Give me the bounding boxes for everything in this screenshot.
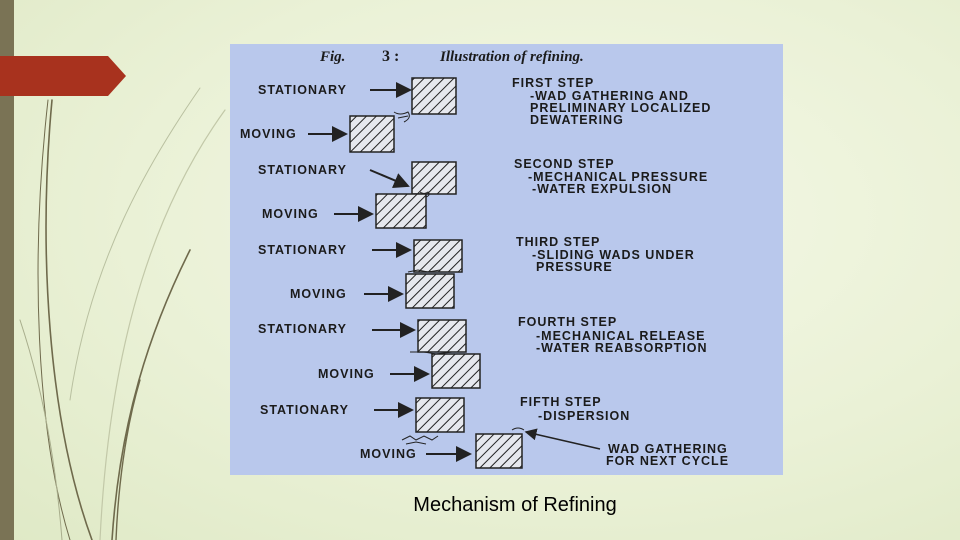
stationary-label: STATIONARY — [258, 163, 347, 177]
step-title: SECOND STEP — [514, 157, 615, 171]
step-5-diagram — [374, 397, 601, 469]
refining-diagram-svg — [308, 77, 601, 469]
step-3-diagram — [364, 239, 463, 309]
fiber-wad — [419, 191, 430, 198]
stationary-bar — [415, 397, 465, 433]
next-cycle-label: WAD GATHERING — [608, 442, 728, 456]
stationary-bar — [411, 161, 457, 195]
slide-caption: Mechanism of Refining — [413, 494, 617, 516]
stationary-label: STATIONARY — [258, 322, 347, 336]
moving-bar — [431, 353, 481, 389]
decorative-stems — [19, 87, 226, 540]
step-title: FIRST STEP — [512, 76, 595, 90]
figure-number: Fig. — [320, 49, 346, 65]
step-title: FIFTH STEP — [520, 395, 602, 409]
figure-number-sep: 3 : — [382, 48, 400, 65]
stationary-bar — [411, 77, 457, 115]
moving-label: MOVING — [318, 367, 375, 381]
fiber-wad — [407, 269, 441, 273]
next-cycle-label: FOR NEXT CYCLE — [606, 454, 730, 468]
stationary-bar — [417, 319, 467, 353]
fiber-wad — [410, 351, 453, 355]
moving-bar — [375, 193, 427, 229]
step-line: PRELIMINARY LOCALIZED — [530, 101, 712, 115]
step-line: -MECHANICAL RELEASE — [536, 329, 706, 343]
step-line: PRESSURE — [536, 260, 613, 274]
step-line: DEWATERING — [530, 113, 624, 127]
step-2-diagram — [334, 161, 457, 229]
step-line: -WAD GATHERING AND — [530, 89, 689, 103]
step-title: THIRD STEP — [516, 235, 601, 249]
moving-label: MOVING — [262, 207, 319, 221]
red-arrow-tab — [0, 56, 126, 96]
step-4-diagram — [372, 319, 481, 389]
step-title: FOURTH STEP — [518, 315, 618, 329]
next-cycle-arrow — [524, 428, 601, 450]
moving-bar — [405, 273, 455, 309]
moving-bar — [349, 115, 395, 153]
step-1-diagram — [308, 77, 457, 153]
fiber-wad — [511, 427, 525, 431]
fiber-wad — [393, 111, 410, 123]
step-line: -WATER EXPULSION — [532, 182, 673, 196]
refining-illustration: Fig. 3 : Illustration of refining. STATI… — [230, 44, 783, 475]
stationary-bar — [413, 239, 463, 273]
moving-bar — [475, 433, 523, 469]
stationary-label: STATIONARY — [258, 243, 347, 257]
stationary-label: STATIONARY — [258, 83, 347, 97]
moving-label: MOVING — [360, 447, 417, 461]
moving-label: MOVING — [240, 127, 297, 141]
step-line: -WATER REABSORPTION — [536, 341, 708, 355]
dispersed-fibers — [401, 435, 439, 445]
step-line: -MECHANICAL PRESSURE — [528, 170, 709, 184]
left-accent-bar — [0, 0, 14, 540]
step-line: -SLIDING WADS UNDER — [532, 248, 695, 262]
stationary-label: STATIONARY — [260, 403, 349, 417]
figure-title: Illustration of refining. — [440, 49, 584, 65]
moving-label: MOVING — [290, 287, 347, 301]
stationary-arrow — [369, 169, 410, 188]
step-line: -DISPERSION — [538, 409, 631, 423]
